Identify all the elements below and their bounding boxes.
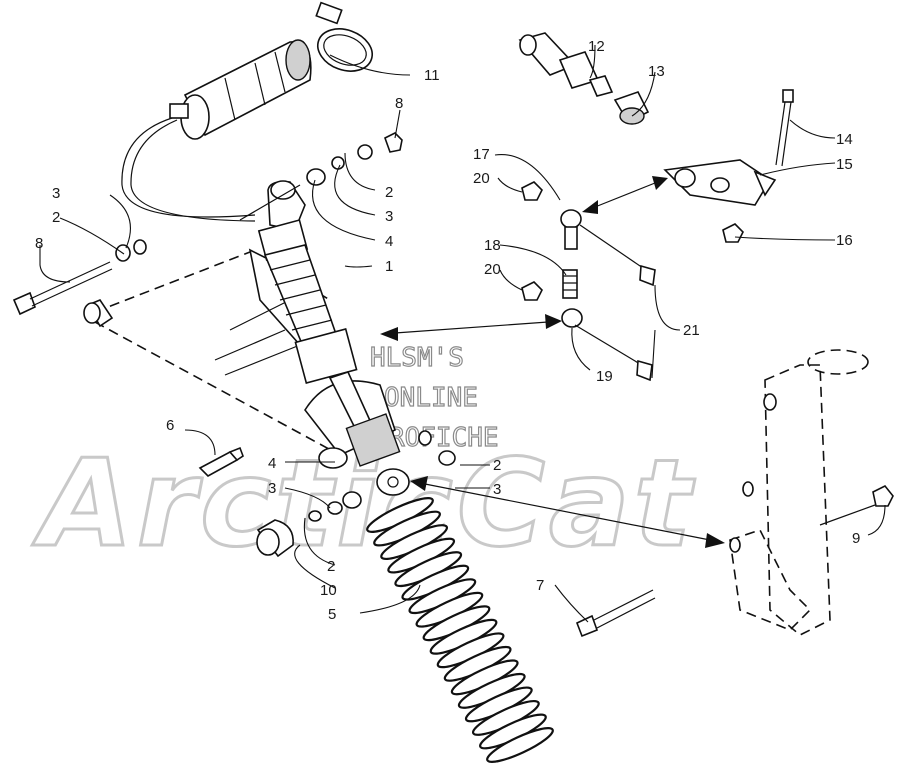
callout-3-upper-right: 3	[385, 208, 393, 225]
callout-3-upper-left: 3	[52, 185, 60, 202]
callout-17: 17	[473, 146, 490, 163]
leader-lines	[39, 44, 886, 623]
relationship-arrows	[380, 176, 725, 548]
callout-14: 14	[836, 131, 853, 148]
callout-6: 6	[166, 417, 174, 434]
lower-hardware	[256, 430, 456, 558]
watermark-line2: ONLINE	[384, 383, 478, 413]
callout-8-top: 8	[395, 95, 403, 112]
callout-11: 11	[424, 67, 440, 84]
callout-13: 13	[648, 63, 665, 80]
callout-1: 1	[385, 258, 393, 275]
callout-9: 7	[536, 577, 544, 594]
spring-coil	[486, 727, 554, 763]
tie-rod-ends	[521, 181, 656, 382]
callout-18: 18	[484, 237, 501, 254]
steering-linkage	[518, 32, 794, 243]
callout-3-lower-right: 3	[493, 481, 501, 498]
watermark-line1: HLSM'S	[370, 343, 464, 373]
callout-21: 21	[683, 322, 700, 339]
long-bolt	[575, 589, 656, 638]
callout-3-lower-left: 3	[268, 480, 276, 497]
coil-spring	[366, 497, 554, 763]
spindle	[729, 349, 894, 636]
callout-7: 8	[35, 235, 43, 252]
shock-absorber	[257, 180, 410, 496]
hose-clamp	[315, 1, 373, 72]
callout-2-upper-left: 2	[52, 209, 60, 226]
callout-numbers: 11 8 2 3 4 1 3 2 8 12 13 14 15 16 17 20 …	[35, 38, 860, 623]
callout-2-lower-right: 2	[493, 457, 501, 474]
callout-12: 12	[588, 38, 605, 55]
callout-19: 19	[596, 368, 613, 385]
shock-reservoir	[121, 39, 312, 222]
callout-4-lower: 4	[268, 455, 276, 472]
grease-fitting	[198, 446, 244, 477]
callout-10: 10	[320, 582, 337, 599]
upper-hardware	[12, 132, 403, 316]
callout-15: 15	[836, 156, 853, 173]
callout-4-upper: 4	[385, 233, 393, 250]
callout-2-lower-left: 2	[327, 558, 335, 575]
callout-2-upper-right: 2	[385, 184, 393, 201]
callout-8-right: 9	[852, 530, 860, 547]
callout-5: 5	[328, 606, 336, 623]
callout-20-lower: 20	[484, 261, 501, 278]
callout-20-top: 20	[473, 170, 490, 187]
callout-16: 16	[836, 232, 853, 249]
